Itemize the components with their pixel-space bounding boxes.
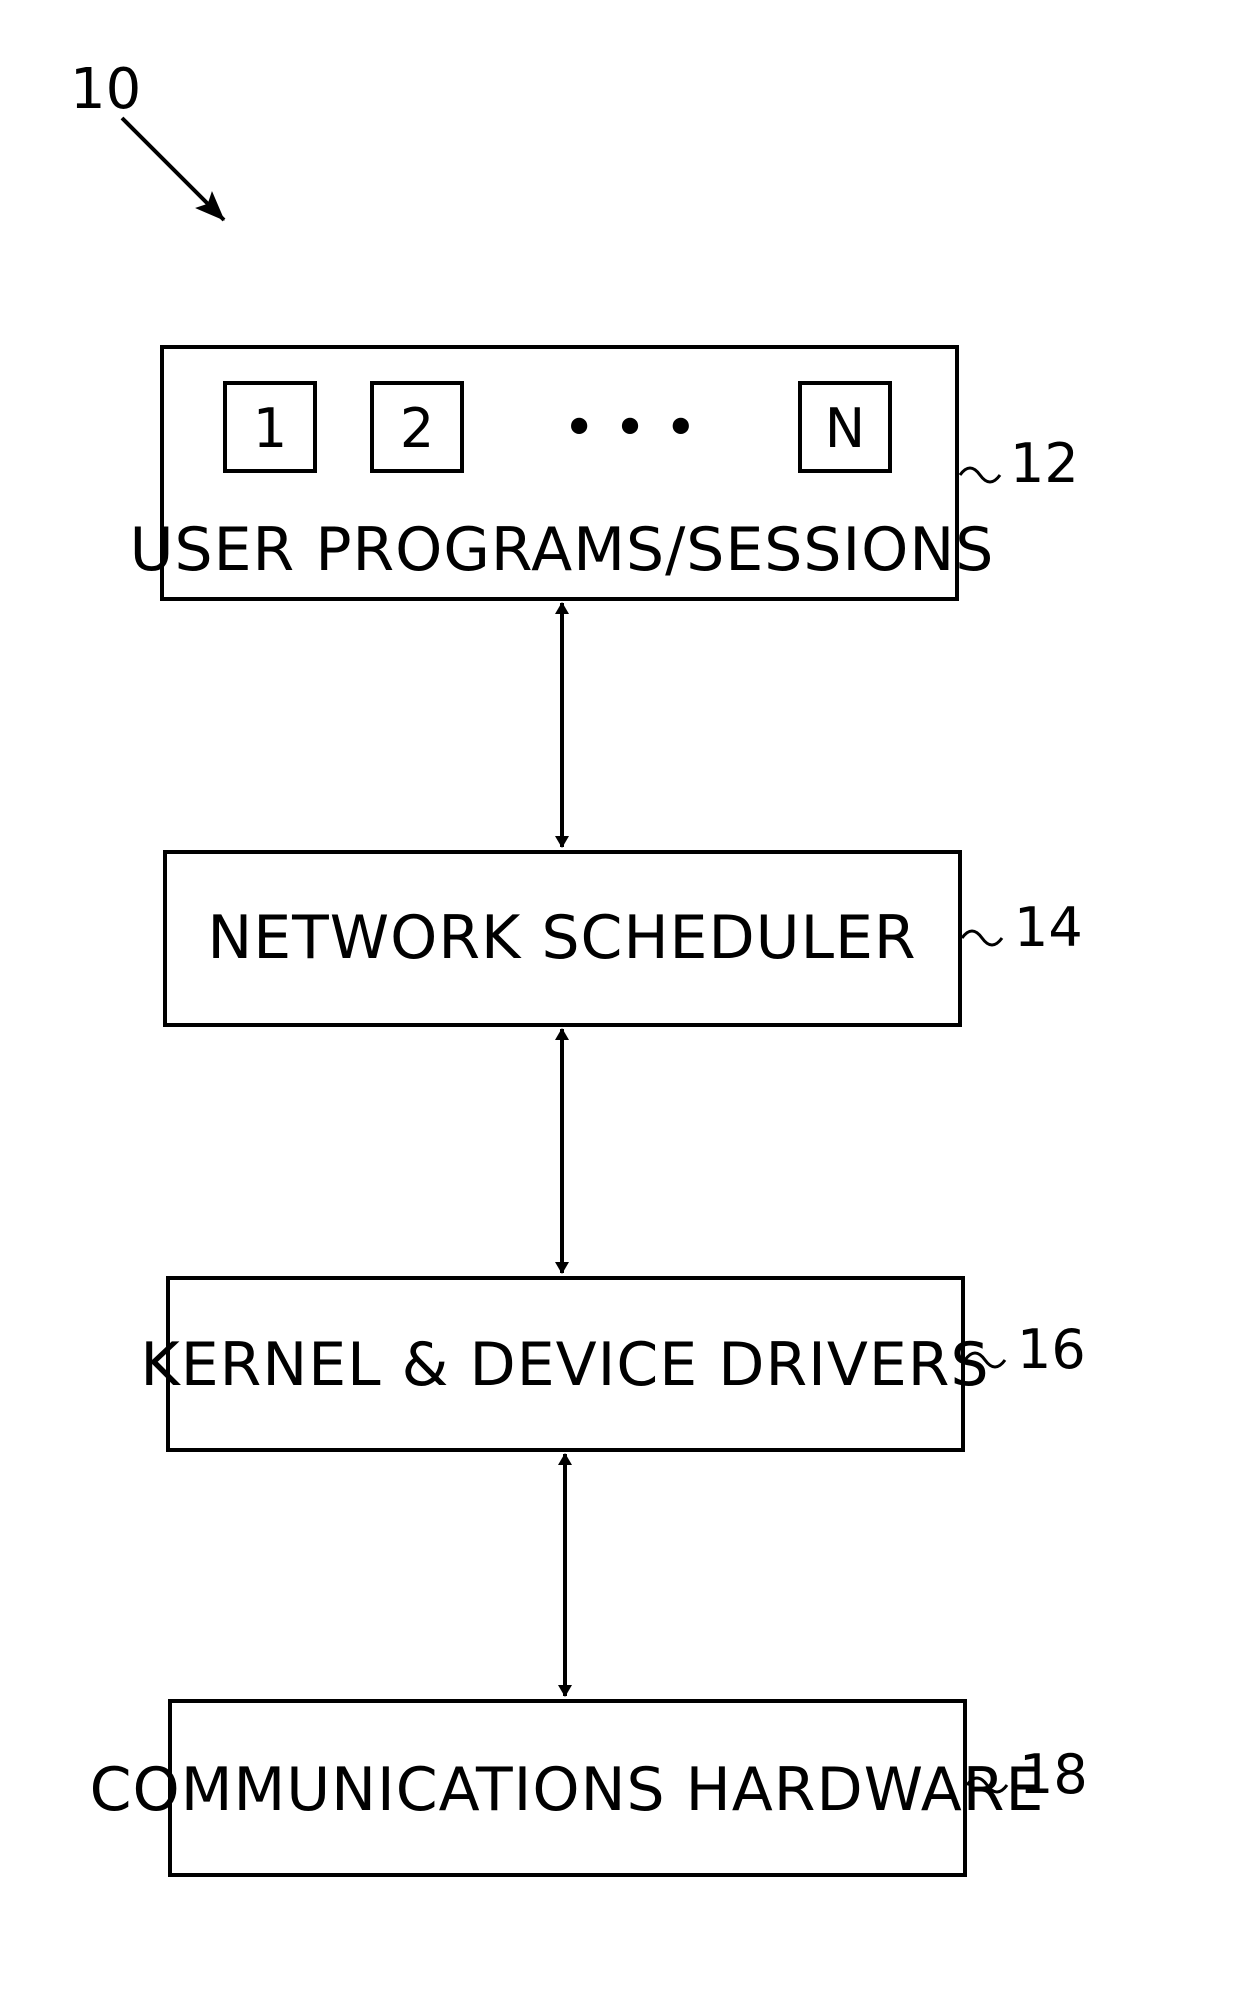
session-box-2: 2 [372, 383, 462, 471]
session-box-n: N [800, 383, 890, 471]
svg-text:2: 2 [400, 397, 434, 460]
ref-leader-14 [962, 931, 1002, 945]
block-communications-hardware: COMMUNICATIONS HARDWARE [90, 1701, 1045, 1875]
ref-number-12: 12 [1010, 432, 1079, 495]
block-label-kernel-device-drivers: KERNEL & DEVICE DRIVERS [140, 1330, 989, 1400]
session-ellipsis: • • • [563, 396, 698, 461]
session-box-1: 1 [225, 383, 315, 471]
svg-text:N: N [825, 397, 865, 460]
figure-number: 10 [70, 57, 141, 122]
block-network-scheduler: NETWORK SCHEDULER [165, 852, 960, 1025]
block-user-programs: 1 2 • • • N USER PROGRAMS/SESSIONS [130, 347, 995, 599]
ref-number-14: 14 [1014, 896, 1083, 959]
ref-number-18: 18 [1019, 1743, 1088, 1806]
ref-leader-12 [960, 468, 1000, 482]
ref-number-16: 16 [1017, 1318, 1086, 1381]
block-label-communications-hardware: COMMUNICATIONS HARDWARE [90, 1755, 1045, 1825]
figure-pointer-arrow [122, 118, 224, 220]
block-label-user-programs: USER PROGRAMS/SESSIONS [130, 515, 995, 585]
svg-text:1: 1 [253, 397, 287, 460]
block-kernel-device-drivers: KERNEL & DEVICE DRIVERS [140, 1278, 989, 1450]
block-label-network-scheduler: NETWORK SCHEDULER [207, 903, 916, 973]
